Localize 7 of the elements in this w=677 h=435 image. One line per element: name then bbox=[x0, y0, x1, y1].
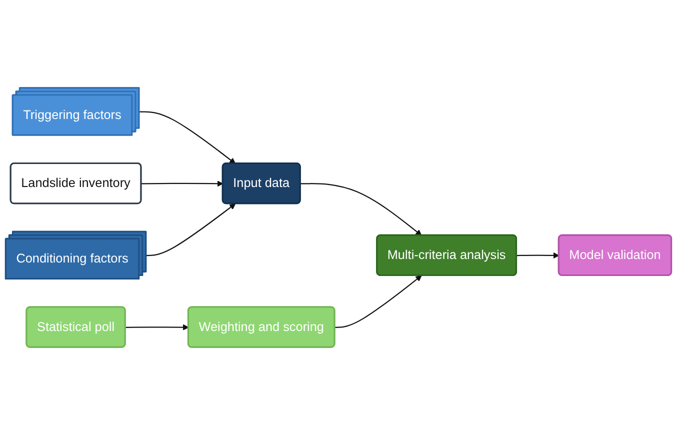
arrow bbox=[300, 183, 422, 236]
arrow bbox=[334, 275, 422, 328]
arrow bbox=[146, 203, 236, 256]
arrow bbox=[125, 324, 189, 330]
arrow bbox=[139, 111, 236, 164]
arrow bbox=[141, 180, 224, 187]
arrow bbox=[516, 252, 560, 259]
